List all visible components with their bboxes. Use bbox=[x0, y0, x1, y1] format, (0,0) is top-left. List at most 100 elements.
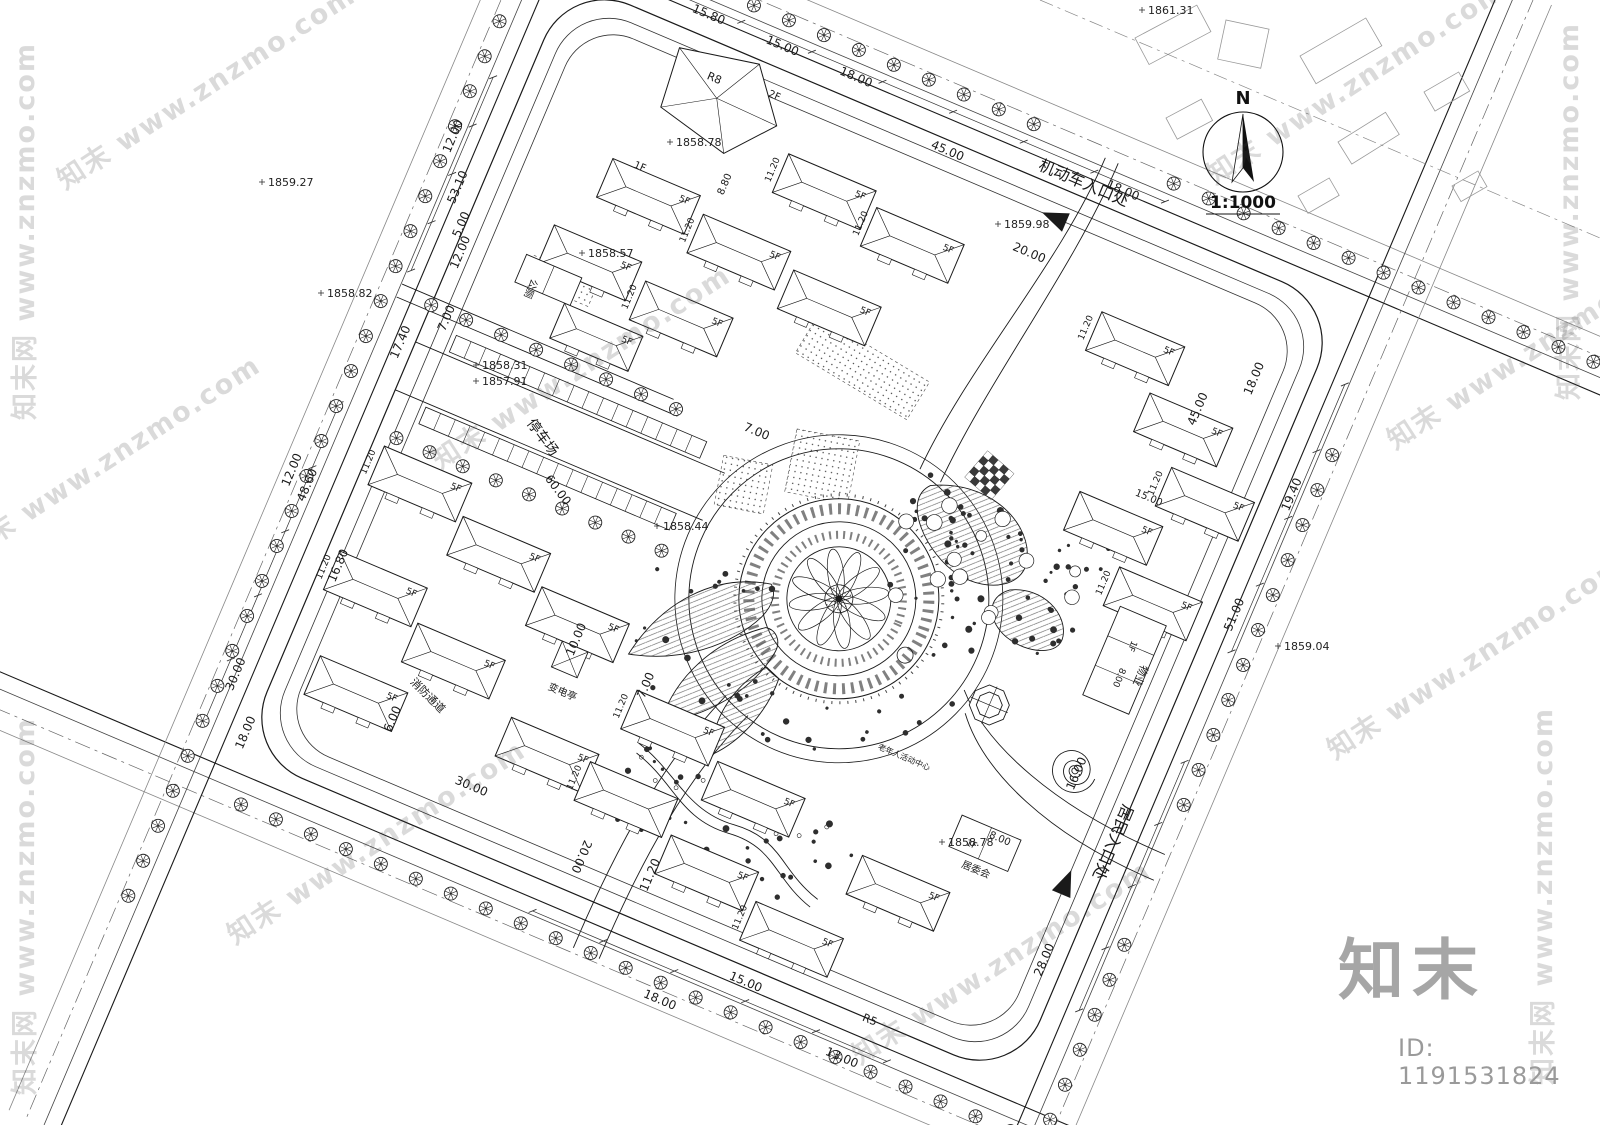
building: 5F bbox=[776, 269, 882, 347]
parking-stall-line bbox=[625, 410, 634, 428]
floor-tag: 5F bbox=[820, 937, 834, 950]
shrub-dot bbox=[1065, 564, 1071, 570]
road-line bbox=[245, 0, 1600, 454]
parking-stall-line bbox=[493, 354, 501, 371]
dim-tick bbox=[1090, 169, 1099, 174]
tree-icon bbox=[1269, 219, 1288, 238]
dim-label: 16.00 bbox=[1063, 755, 1089, 792]
tree-icon bbox=[616, 958, 635, 977]
floor-tag: 5F bbox=[782, 797, 796, 810]
hip-roof-lines bbox=[1103, 566, 1203, 641]
dim-label: 53.10 bbox=[444, 168, 470, 205]
hip-roof-lines bbox=[323, 550, 428, 627]
dim-tick bbox=[1127, 884, 1136, 889]
elevation-label: 1858.57 bbox=[588, 247, 634, 260]
tree-icon bbox=[342, 362, 361, 381]
tree-icon bbox=[441, 884, 460, 903]
parking-stall-line bbox=[522, 366, 531, 384]
planting-bed bbox=[713, 455, 774, 515]
road-line bbox=[0, 662, 1380, 1125]
tree-icon bbox=[356, 327, 375, 346]
tree-icon bbox=[925, 514, 943, 531]
tree-icon bbox=[406, 869, 425, 888]
tree-icon bbox=[1100, 970, 1119, 989]
shrub-dot bbox=[695, 773, 701, 780]
watermark-text: 知末网 www.znzmo.com bbox=[10, 42, 41, 420]
tree-icon bbox=[898, 513, 915, 530]
tree-icon bbox=[486, 471, 505, 490]
checker-plaza bbox=[964, 450, 1015, 501]
transformer-block bbox=[550, 640, 589, 679]
hip-roof-lines bbox=[573, 761, 679, 838]
tree-icon bbox=[1219, 691, 1238, 709]
hip-roof-lines bbox=[1063, 491, 1163, 566]
tree-icon bbox=[1308, 481, 1327, 500]
dim-tick bbox=[878, 79, 887, 84]
tree-icon bbox=[282, 502, 301, 520]
shrub-dot bbox=[660, 767, 665, 771]
context-footprint bbox=[1299, 17, 1383, 85]
tree-icon bbox=[744, 0, 763, 15]
buildings-layer: 5F11.205F11.205F5F11.205F5F5F11.205F5F11… bbox=[303, 47, 1256, 978]
dim-label: 8.80 bbox=[716, 172, 735, 197]
road-line bbox=[252, 0, 1600, 439]
tag-label: 1F bbox=[632, 160, 648, 175]
watermark-text: 知末网 www.znzmo.com bbox=[10, 717, 41, 1095]
tree-icon bbox=[401, 222, 420, 241]
dim-tick bbox=[427, 220, 436, 225]
dim-label: 7.00 bbox=[742, 420, 772, 443]
parking-stall-line bbox=[537, 372, 545, 390]
hip-roof-lines bbox=[367, 445, 472, 522]
shrub-dot bbox=[624, 767, 632, 774]
tree-icon bbox=[1479, 308, 1498, 327]
parking-stall-line bbox=[684, 435, 693, 453]
tree-icon bbox=[1293, 516, 1312, 535]
dim-tick bbox=[1255, 582, 1264, 587]
road-path bbox=[964, 713, 1155, 881]
floor-tag: 5F bbox=[941, 243, 955, 256]
hip-roof-lines bbox=[739, 901, 844, 978]
parking-stall-line bbox=[639, 500, 648, 518]
facility-label: 变电亭 bbox=[546, 680, 579, 704]
tree-icon bbox=[490, 12, 509, 31]
elevation-label: 1859.98 bbox=[1004, 218, 1050, 231]
road-line bbox=[26, 0, 660, 1118]
shrub-dot bbox=[927, 472, 934, 478]
elevation-label: 1859.04 bbox=[1284, 640, 1330, 653]
floor-tag: 5F bbox=[1231, 501, 1245, 514]
building: 5F bbox=[1062, 490, 1164, 566]
shrub-dot bbox=[1025, 595, 1031, 600]
shrub-dot bbox=[813, 829, 819, 835]
line bbox=[1107, 635, 1154, 656]
shrub-dot bbox=[1050, 640, 1057, 647]
tree-icon bbox=[1323, 446, 1342, 465]
line bbox=[542, 265, 555, 294]
tree-icon bbox=[981, 610, 996, 625]
shrub-dot bbox=[717, 579, 722, 584]
dim-tick bbox=[737, 19, 746, 24]
tree-icon bbox=[1085, 1005, 1104, 1024]
parking-lot bbox=[418, 334, 708, 531]
tag-label: 2F bbox=[766, 89, 782, 104]
shrub-dot bbox=[1098, 567, 1103, 572]
road-line bbox=[43, 0, 678, 1125]
elevation-label: 1858.78 bbox=[948, 836, 994, 849]
shrub-dot bbox=[958, 504, 964, 510]
parking-stall-line bbox=[595, 482, 603, 499]
floor-tag: 5F bbox=[1210, 426, 1224, 439]
tree-icon bbox=[1248, 621, 1267, 639]
entrance-arrow-icon bbox=[1041, 212, 1070, 232]
context-footprint bbox=[1134, 4, 1212, 66]
floor-tag: 5F bbox=[385, 691, 399, 704]
dim-tick bbox=[1227, 649, 1236, 654]
shrub-dot bbox=[745, 858, 751, 864]
building: 5F bbox=[654, 834, 760, 912]
north-label: N bbox=[1235, 88, 1250, 109]
shrub-dot bbox=[849, 853, 854, 858]
tree-icon bbox=[266, 810, 285, 829]
floor-tag: 5F bbox=[576, 753, 590, 766]
dim-tick bbox=[308, 465, 317, 470]
